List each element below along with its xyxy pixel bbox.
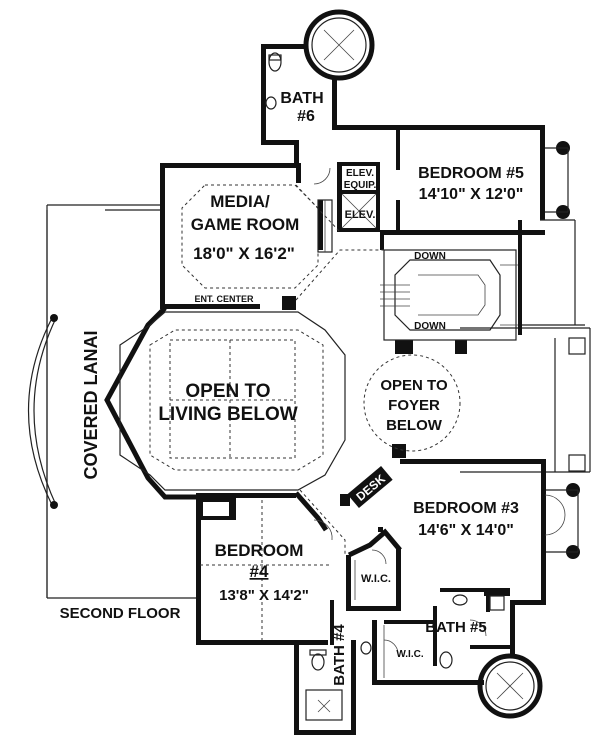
room-labels: BATH #6 MEDIA/ GAME ROOM 18'0" X 16'2" E… [60,90,524,686]
bedroom5-name: BEDROOM #5 [418,165,524,182]
open-living-line1: OPEN TO [185,381,270,402]
bedroom4-size: 13'8" X 14'2" [219,587,309,604]
elev-label: ELEV. [345,209,376,221]
interior-walls [104,130,545,666]
covered-lanai [28,204,200,599]
open-living-line2: LIVING BELOW [158,404,297,425]
open-foyer-line3: BELOW [386,417,443,434]
bath6-name: BATH [280,90,323,107]
bath4-label: BATH #4 [331,624,348,686]
elev-equip-line2: EQUIP. [344,180,377,191]
media-line2: GAME ROOM [191,215,300,234]
bedroom3-name: BEDROOM #3 [413,500,519,517]
ent-center-label: ENT. CENTER [194,294,254,304]
stair-down-2: DOWN [414,321,446,332]
bath5-label: BATH #5 [425,619,486,636]
elev-equip-line1: ELEV. [346,168,374,179]
open-foyer-line1: OPEN TO [380,377,448,394]
open-foyer-line2: FOYER [388,397,440,414]
bedroom5-size: 14'10" X 12'0" [419,186,524,203]
media-line1: MEDIA/ [210,192,270,211]
fixtures [119,52,566,678]
wic2-label: W.I.C. [396,649,423,660]
covered-lanai-label: COVERED LANAI [81,330,101,479]
bedroom4-name: BEDROOM [215,541,304,560]
wic1-label: W.I.C. [361,573,391,585]
bedroom3-size: 14'6" X 14'0" [418,522,514,539]
stair-down-1: DOWN [414,251,446,262]
bedroom4-num: #4 [250,562,269,581]
exterior-walls [160,9,591,735]
bath6-num: #6 [297,108,315,125]
media-size: 18'0" X 16'2" [193,244,295,263]
plan-title: SECOND FLOOR [60,605,181,622]
